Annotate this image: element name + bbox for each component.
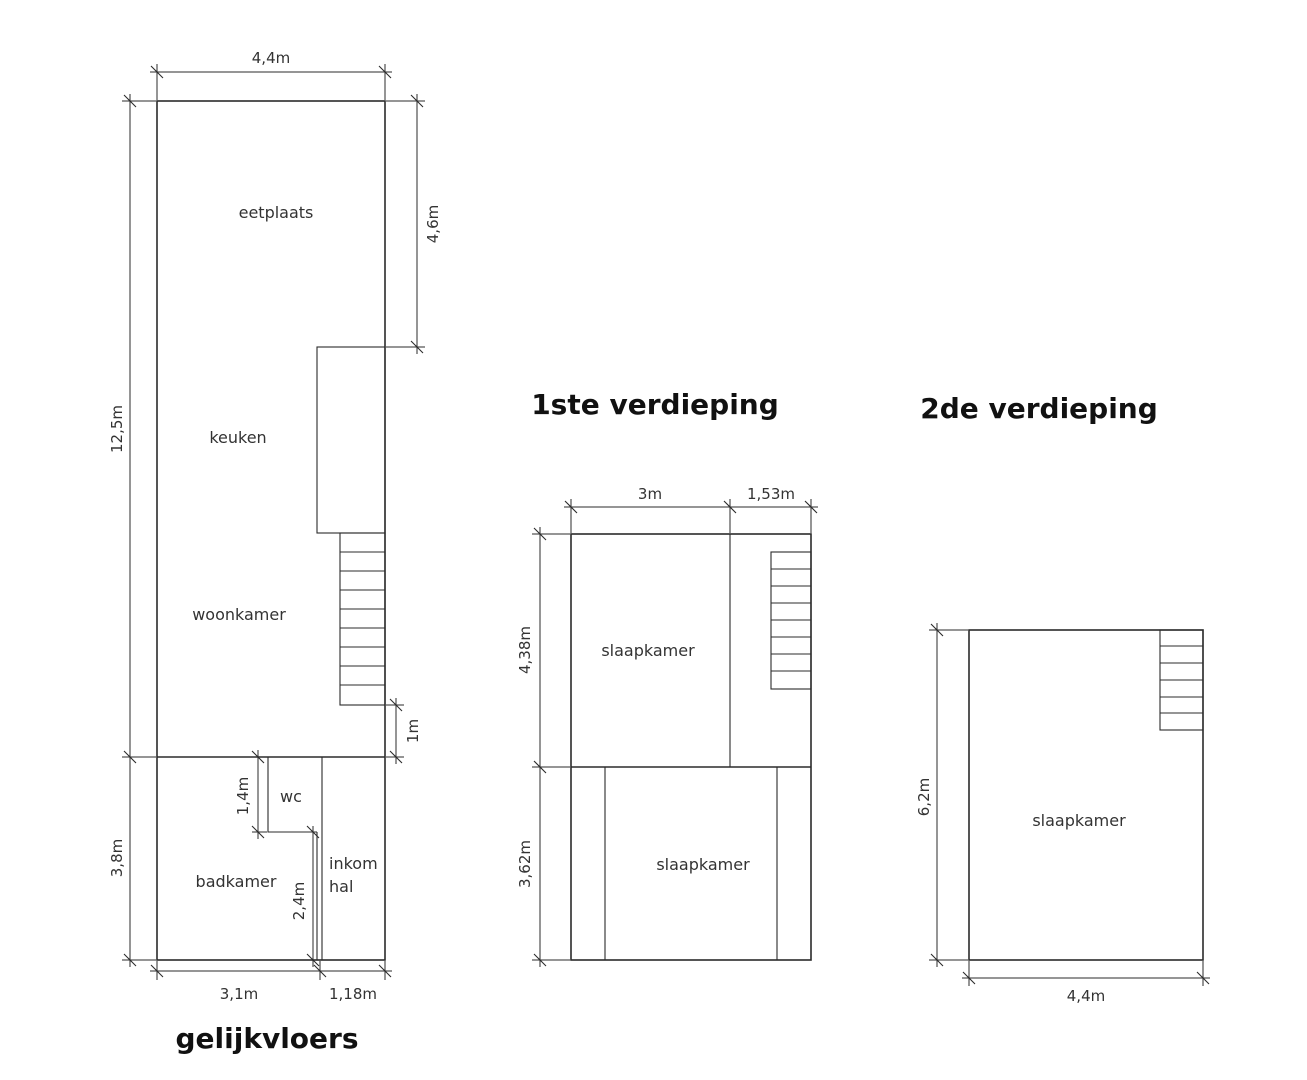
room-label-inkom: inkom <box>329 854 378 873</box>
dim-label-first-top-right: 1,53m <box>747 485 795 503</box>
floor-title-ground: gelijkvloers <box>176 1022 359 1055</box>
ground-floor-plan: eetplaats keuken woonkamer wc inkom hal … <box>108 49 442 1055</box>
room-label-woonkamer: woonkamer <box>192 605 286 624</box>
floor-title-second: 2de verdieping <box>920 392 1158 425</box>
room-label-keuken: keuken <box>209 428 266 447</box>
second-stair <box>1159 629 1204 731</box>
dim-second-left: 6,2m <box>915 623 968 967</box>
room-label-first-bedroom-bottom: slaapkamer <box>656 855 750 874</box>
dim-label-ground-bath-inner: 2,4m <box>290 882 308 920</box>
room-label-eetplaats: eetplaats <box>239 203 314 222</box>
ground-stair <box>339 532 386 706</box>
dim-label-ground-left-total: 12,5m <box>108 405 126 453</box>
dim-label-first-left-upper: 4,38m <box>516 626 534 674</box>
room-label-badkamer: badkamer <box>196 872 277 891</box>
dim-label-ground-right-upper: 4,6m <box>424 205 442 243</box>
dim-label-ground-wc: 1,4m <box>234 777 252 815</box>
dim-ground-stair-gap: 1m <box>386 698 422 764</box>
dim-label-first-left-lower: 3,62m <box>516 840 534 888</box>
dim-label-ground-top: 4,4m <box>252 49 290 67</box>
first-outer-wall <box>570 533 812 961</box>
dim-ground-top: 4,4m <box>150 49 392 100</box>
second-floor-plan: 2de verdieping slaapkamer 6,2m <box>915 392 1210 1005</box>
dim-label-second-bottom: 4,4m <box>1067 987 1105 1005</box>
first-floor-plan: 1ste verdieping slaapkamer slaapkamer <box>516 388 818 967</box>
dim-label-ground-bottom-right: 1,18m <box>329 985 377 1003</box>
dim-first-left: 4,38m 3,62m <box>516 527 570 967</box>
room-label-first-bedroom-top: slaapkamer <box>601 641 695 660</box>
dim-ground-left-lower: 3,8m <box>108 750 156 967</box>
dim-ground-right-upper: 4,6m <box>386 94 442 354</box>
dim-ground-bottom: 3,1m 1,18m <box>150 961 392 1003</box>
dim-second-bottom: 4,4m <box>962 961 1210 1005</box>
room-label-hal: hal <box>329 877 353 896</box>
dim-label-second-left: 6,2m <box>915 778 933 816</box>
kitchen-counter <box>316 346 386 534</box>
room-label-wc: wc <box>280 787 302 806</box>
dim-ground-left-total: 12,5m <box>108 94 156 764</box>
ground-outer-wall <box>156 100 386 961</box>
dim-ground-wc: 1,4m <box>234 750 267 839</box>
dim-label-ground-bottom-left: 3,1m <box>220 985 258 1003</box>
dim-first-top: 3m 1,53m <box>564 485 818 533</box>
dim-label-ground-left-lower: 3,8m <box>108 839 126 877</box>
floor-title-first: 1ste verdieping <box>531 388 779 421</box>
dim-ground-bath-inner: 2,4m <box>290 825 320 967</box>
first-stair <box>770 551 812 690</box>
dim-label-ground-stair-gap: 1m <box>404 719 422 743</box>
dim-label-first-top-left: 3m <box>638 485 662 503</box>
room-label-second-bedroom: slaapkamer <box>1032 811 1126 830</box>
second-outer-wall <box>968 629 1204 961</box>
wc-wall <box>267 757 317 833</box>
